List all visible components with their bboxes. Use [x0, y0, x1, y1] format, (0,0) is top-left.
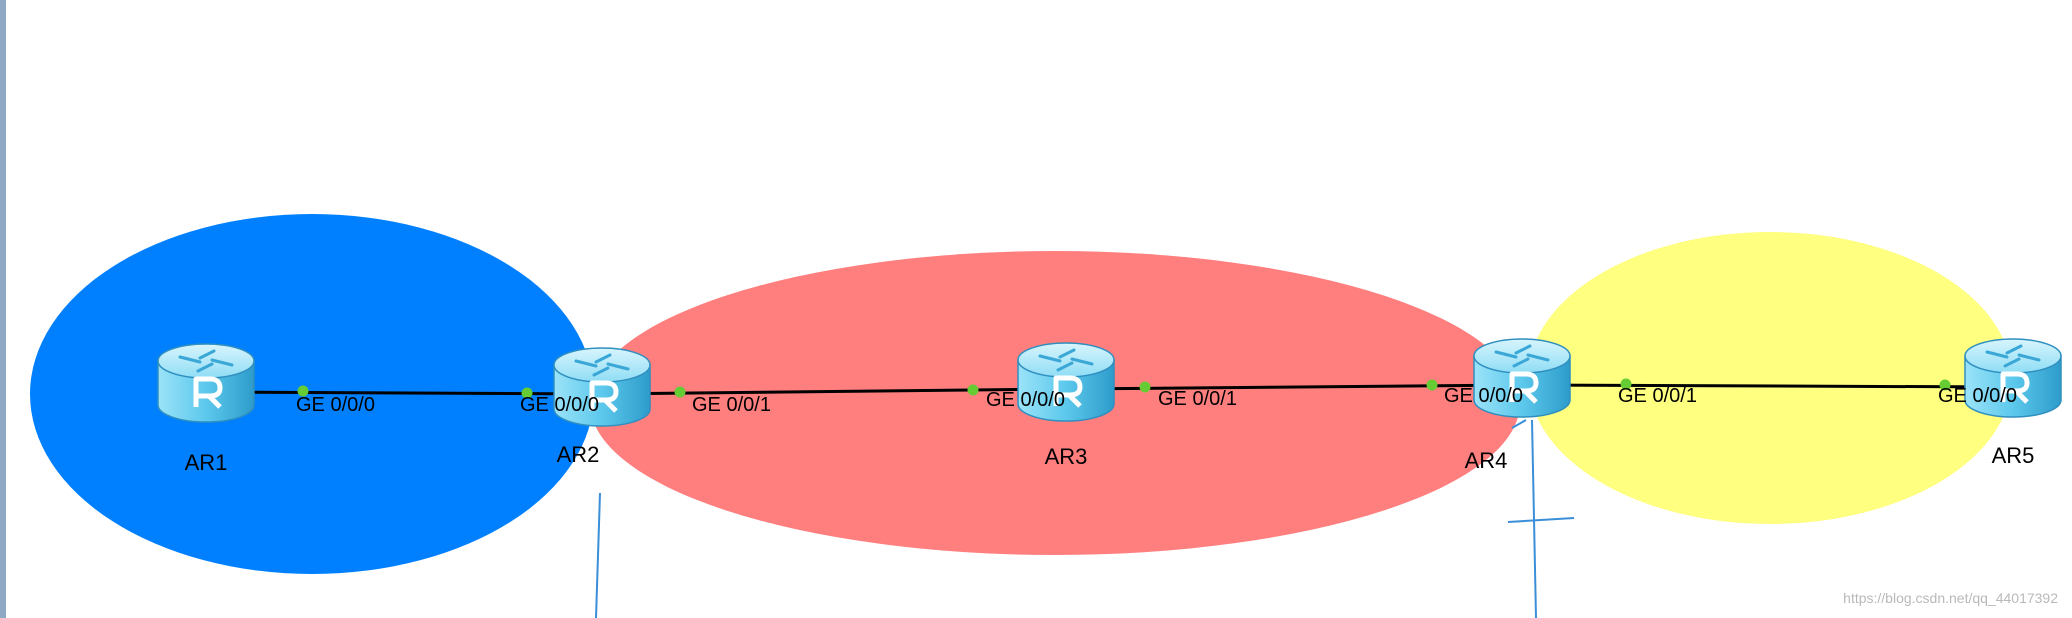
router-ar1[interactable]: [157, 343, 255, 423]
link-ar4-ar5: [1521, 383, 2014, 389]
interface-label: GE 0/0/1: [692, 394, 771, 416]
interface-label: GE 0/0/1: [1618, 385, 1697, 407]
router-icon: [1017, 342, 1115, 422]
annotation-line-left: [595, 492, 601, 618]
router-ar5[interactable]: [1964, 338, 2062, 418]
routers-group: [157, 338, 2062, 427]
interface-label: GE 0/0/0: [296, 394, 375, 416]
port-dot: [297, 385, 309, 397]
router-ar3[interactable]: [1017, 342, 1115, 422]
router-label-ar4: AR4: [1465, 448, 1508, 473]
interface-label: GE 0/0/0: [986, 389, 1065, 411]
link-ar1-ar2: [205, 390, 603, 396]
annotation-lines: [595, 419, 1575, 618]
router-labels-group: AR1 AR2 AR3 AR4 AR5: [185, 442, 2035, 475]
port-dot: [521, 387, 533, 399]
watermark-text: https://blog.csdn.net/qq_44017392: [1843, 590, 2058, 606]
router-icon: [157, 343, 255, 423]
window-edge: [0, 0, 6, 618]
router-icon: [553, 347, 651, 427]
port-dot: [674, 386, 686, 398]
interface-label: GE 0/0/0: [1444, 385, 1523, 407]
interface-label: GE 0/0/1: [1158, 388, 1237, 410]
router-icon: [1473, 338, 1571, 418]
annotation-tick-right: [1507, 517, 1575, 523]
port-dot: [1139, 381, 1151, 393]
router-label-ar1: AR1: [185, 450, 228, 475]
area-right-ellipse: [1528, 232, 2012, 524]
interface-labels-group: GE 0/0/0 GE 0/0/0 GE 0/0/1 GE 0/0/0 GE 0/0/1…: [296, 385, 2017, 416]
router-label-ar3: AR3: [1045, 444, 1088, 469]
port-dots-group: [297, 378, 1951, 399]
port-dot: [1939, 379, 1951, 391]
router-ar2[interactable]: [553, 347, 651, 427]
interface-label: GE 0/0/0: [1938, 385, 2017, 407]
router-icon: [1964, 338, 2062, 418]
port-dot: [967, 384, 979, 396]
port-dot: [1426, 379, 1438, 391]
interface-label: GE 0/0/0: [520, 394, 599, 416]
router-ar4[interactable]: [1473, 338, 1571, 418]
annotation-tick-ar4: [1511, 419, 1527, 429]
router-label-ar2: AR2: [557, 442, 600, 467]
port-dot: [1620, 378, 1632, 390]
annotation-line-right: [1531, 419, 1537, 618]
router-label-ar5: AR5: [1992, 443, 2035, 468]
